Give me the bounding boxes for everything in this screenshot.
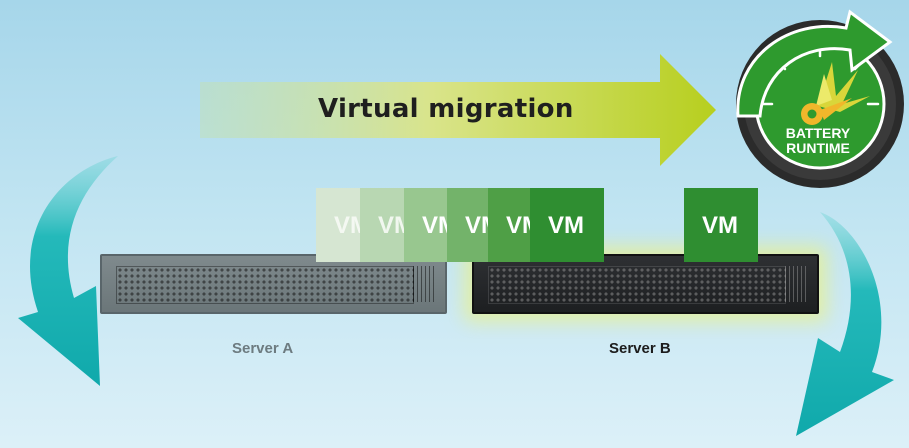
server-slots bbox=[785, 266, 807, 302]
server-b bbox=[472, 254, 819, 314]
server-grille bbox=[116, 266, 414, 304]
vm-trail-4: VM bbox=[447, 188, 491, 262]
vm-on-server-b: VM bbox=[684, 188, 758, 262]
migration-title: Virtual migration bbox=[318, 94, 574, 124]
vm-trail-2: VM bbox=[360, 188, 404, 262]
server-a bbox=[100, 254, 447, 314]
curved-arrow-right bbox=[796, 212, 894, 436]
battery-gauge-icon bbox=[736, 9, 904, 188]
vm-trail-1: VM bbox=[316, 188, 360, 262]
server-b-label: Server B bbox=[609, 340, 671, 357]
vm-migrating: VM bbox=[530, 188, 604, 262]
server-grille bbox=[488, 266, 786, 304]
battery-runtime-label: BATTERY RUNTIME bbox=[768, 126, 868, 156]
vm-trail-5: VM bbox=[488, 188, 532, 262]
vm-trail-3: VM bbox=[404, 188, 448, 262]
badge-line-1: BATTERY bbox=[785, 125, 851, 141]
gauge-needle-icon bbox=[801, 62, 870, 125]
server-slots bbox=[413, 266, 435, 302]
curved-arrow-left bbox=[18, 156, 118, 386]
badge-line-2: RUNTIME bbox=[786, 140, 850, 156]
server-a-label: Server A bbox=[232, 340, 294, 357]
migration-arrow bbox=[200, 54, 716, 166]
